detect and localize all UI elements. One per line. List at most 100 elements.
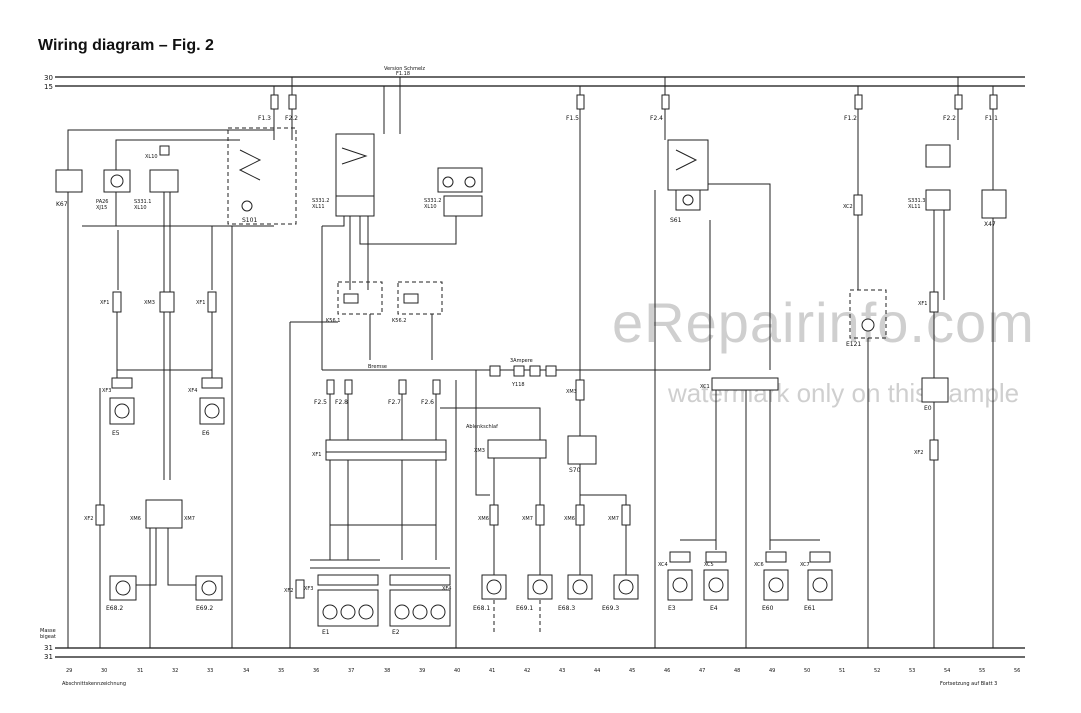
svg-text:XM6: XM6 <box>478 516 489 522</box>
svg-text:37: 37 <box>348 668 354 674</box>
svg-text:47: 47 <box>699 668 705 674</box>
svg-text:32: 32 <box>172 668 178 674</box>
svg-text:E69.3: E69.3 <box>602 605 619 612</box>
svg-text:XL11: XL11 <box>312 204 325 210</box>
fuse-f1-2: F1.2 <box>844 86 863 195</box>
svg-text:E60: E60 <box>762 605 774 612</box>
svg-text:XC6: XC6 <box>754 562 764 568</box>
svg-text:51: 51 <box>839 668 845 674</box>
svg-text:E68.3: E68.3 <box>558 605 575 612</box>
ground-note: Masse <box>40 628 56 634</box>
svg-text:52: 52 <box>874 668 880 674</box>
svg-text:55: 55 <box>979 668 985 674</box>
svg-text:53: 53 <box>909 668 915 674</box>
svg-text:XL10: XL10 <box>134 205 147 211</box>
svg-text:E121: E121 <box>846 341 861 348</box>
svg-text:E1: E1 <box>322 629 330 636</box>
svg-text:K56.2: K56.2 <box>392 318 406 324</box>
svg-text:E2: E2 <box>392 629 400 636</box>
svg-text:3Ampere: 3Ampere <box>510 358 533 364</box>
s101-frame <box>227 127 297 225</box>
svg-text:F2.6: F2.6 <box>421 399 434 406</box>
footer-right: Fortsetzung auf Blatt 3 <box>940 681 997 687</box>
svg-text:29: 29 <box>66 668 72 674</box>
svg-text:XF1: XF1 <box>100 300 109 306</box>
svg-text:X47: X47 <box>984 221 996 228</box>
svg-text:48: 48 <box>734 668 740 674</box>
svg-text:Y118: Y118 <box>511 382 525 388</box>
svg-text:F2.8: F2.8 <box>335 399 348 406</box>
svg-text:XL10: XL10 <box>424 204 437 210</box>
bus-31a-label: 31 <box>44 644 53 652</box>
svg-text:F1.2: F1.2 <box>844 115 857 122</box>
svg-text:XL10: XL10 <box>145 154 158 160</box>
fuse-f1-3: F1.3 <box>258 86 279 140</box>
svg-text:XC1: XC1 <box>700 384 710 390</box>
svg-text:XC4: XC4 <box>658 562 668 568</box>
svg-text:S70: S70 <box>569 467 581 474</box>
fuse-f1-1: F1.1 <box>985 86 998 190</box>
svg-text:XC2: XC2 <box>843 204 853 210</box>
svg-text:F1.5: F1.5 <box>566 115 579 122</box>
svg-text:XF1: XF1 <box>918 301 927 307</box>
svg-text:E5: E5 <box>112 430 120 437</box>
svg-text:XJ15: XJ15 <box>96 205 107 211</box>
svg-text:E68.2: E68.2 <box>106 605 123 612</box>
svg-text:43: 43 <box>559 668 565 674</box>
svg-text:XF2: XF2 <box>914 450 923 456</box>
svg-text:XC5: XC5 <box>704 562 714 568</box>
svg-text:33: 33 <box>207 668 213 674</box>
svg-text:50: 50 <box>804 668 810 674</box>
fuse-f2-2b: F2.2 <box>943 77 963 140</box>
footer-left: Abschnittskennzeichnung <box>62 681 126 687</box>
svg-text:S331.1: S331.1 <box>134 199 152 205</box>
svg-text:30: 30 <box>101 668 107 674</box>
svg-text:S61: S61 <box>670 217 682 224</box>
svg-text:34: 34 <box>243 668 249 674</box>
svg-text:XM3: XM3 <box>474 448 485 454</box>
svg-text:38: 38 <box>384 668 390 674</box>
top-note-2: F1.18 <box>396 71 410 77</box>
svg-text:F2.4: F2.4 <box>650 115 663 122</box>
svg-text:E6: E6 <box>202 430 210 437</box>
svg-text:31: 31 <box>137 668 143 674</box>
svg-text:XM6: XM6 <box>564 516 575 522</box>
svg-text:S331.2: S331.2 <box>312 198 330 204</box>
svg-text:XF4: XF4 <box>188 388 197 394</box>
svg-text:XF1: XF1 <box>312 452 321 458</box>
svg-text:Bremse: Bremse <box>368 364 387 370</box>
svg-text:XF3: XF3 <box>102 388 111 394</box>
svg-text:XF2: XF2 <box>84 516 93 522</box>
ground-note-2: bigeat <box>40 634 56 640</box>
svg-text:XF2: XF2 <box>284 588 293 594</box>
svg-text:E0: E0 <box>924 405 932 412</box>
svg-text:F2.5: F2.5 <box>314 399 327 406</box>
svg-text:F2.2: F2.2 <box>943 115 956 122</box>
svg-text:Ablenkschlaf: Ablenkschlaf <box>466 424 498 430</box>
fuse-f1-5: F1.5 <box>566 86 585 380</box>
svg-text:54: 54 <box>944 668 950 674</box>
svg-text:XC7: XC7 <box>800 562 810 568</box>
svg-text:49: 49 <box>769 668 775 674</box>
svg-text:S101: S101 <box>242 217 257 224</box>
svg-text:45: 45 <box>629 668 635 674</box>
svg-text:E3: E3 <box>668 605 676 612</box>
svg-text:44: 44 <box>594 668 600 674</box>
svg-text:42: 42 <box>524 668 530 674</box>
svg-text:39: 39 <box>419 668 425 674</box>
svg-text:E68.1: E68.1 <box>473 605 490 612</box>
page-title: Wiring diagram – Fig. 2 <box>38 37 214 54</box>
top-note-1: Version Schmelz <box>384 66 425 72</box>
svg-text:K56.1: K56.1 <box>326 318 340 324</box>
s331-1-box <box>149 169 179 193</box>
svg-text:F1.3: F1.3 <box>258 115 271 122</box>
fuse-f2-4: F2.4 <box>650 77 670 140</box>
svg-text:XF1: XF1 <box>196 300 205 306</box>
svg-text:XM3: XM3 <box>566 389 577 395</box>
svg-text:E69.1: E69.1 <box>516 605 533 612</box>
svg-text:46: 46 <box>664 668 670 674</box>
svg-text:XF4: XF4 <box>442 586 451 592</box>
k67-box <box>55 169 83 193</box>
svg-text:F1.1: F1.1 <box>985 115 998 122</box>
